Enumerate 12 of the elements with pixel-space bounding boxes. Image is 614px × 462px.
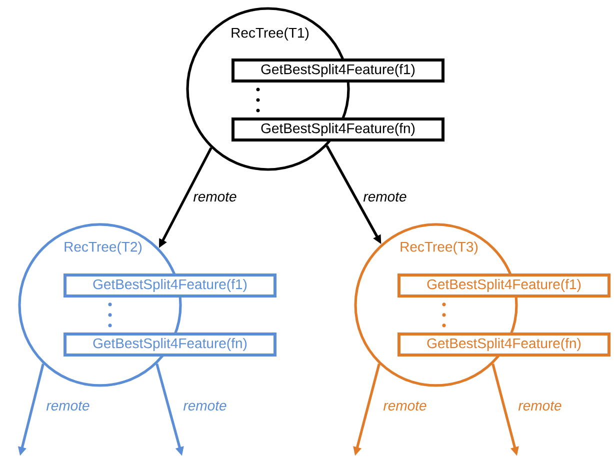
- edge-label: remote: [382, 400, 428, 412]
- function-box: GetBestSplit4Feature(f1): [398, 273, 610, 298]
- function-box: GetBestSplit4Feature(fn): [64, 332, 276, 356]
- function-box: GetBestSplit4Feature(f1): [64, 273, 276, 298]
- edge-label: remote: [192, 191, 238, 203]
- function-box: GetBestSplit4Feature(fn): [232, 118, 444, 142]
- function-box: GetBestSplit4Feature(fn): [398, 332, 610, 356]
- edge-label: remote: [182, 400, 228, 412]
- edge-label: remote: [45, 400, 91, 412]
- function-box: GetBestSplit4Feature(f1): [232, 58, 444, 82]
- edge-label: remote: [517, 400, 563, 412]
- edge-label: remote: [362, 191, 408, 203]
